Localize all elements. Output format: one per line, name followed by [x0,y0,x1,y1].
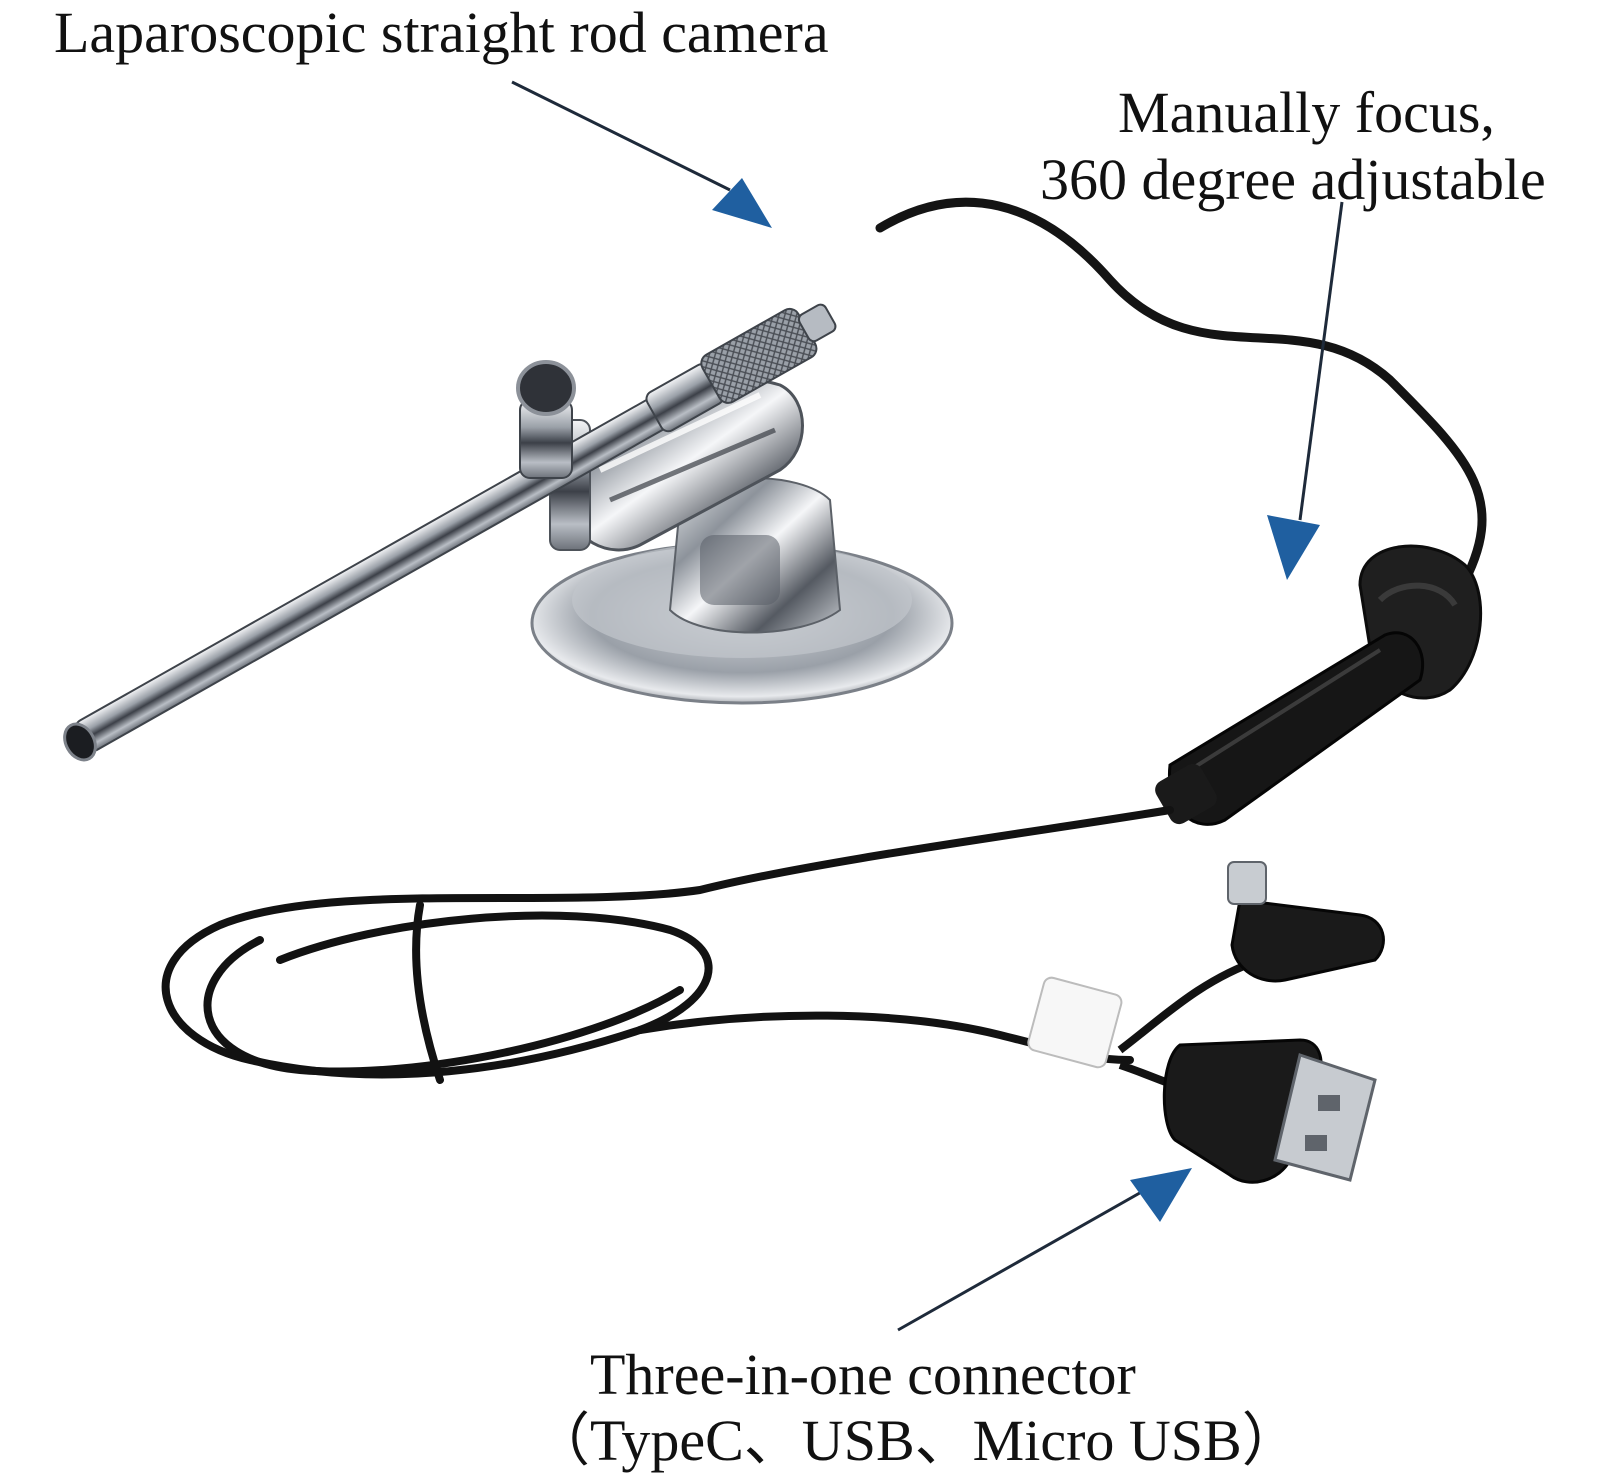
typec-adapter [1227,861,1385,983]
usb-plug [1162,1038,1377,1184]
coiled-cable [161,806,1174,1084]
connector-leader-line [897,1188,1146,1332]
rod-camera-caption: Laparoscopic straight rod camera [54,0,829,65]
focus-arrow-icon [1267,515,1320,580]
cable-upper [875,197,1487,595]
rod-arrow-icon [712,178,772,228]
clamp-knob [516,360,576,479]
control-box [1155,631,1425,826]
focus-leader-line [1298,201,1344,521]
stand-base [530,477,954,705]
connector-caption-line2: （TypeC、USB、Micro USB） [532,1408,1300,1473]
connector-caption-line1: Three-in-one connector [590,1342,1136,1407]
connector-arrow-icon [1130,1168,1192,1222]
camera-lens [63,722,97,762]
focus-caption-line2: 360 degree adjustable [1040,147,1546,212]
rod-leader-line [511,80,731,192]
annotation-pointers [511,80,1344,1332]
three-in-one-connector [1027,861,1385,1184]
focus-caption-line1: Manually focus, [1118,80,1495,145]
